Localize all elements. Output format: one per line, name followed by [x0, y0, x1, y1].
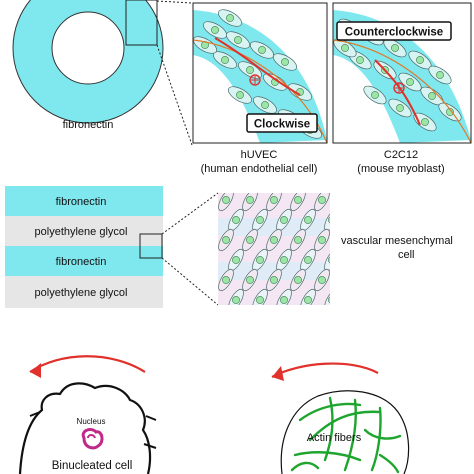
stripe-label: fibronectin — [56, 256, 107, 268]
mesenchymal-label-2: cell — [398, 249, 415, 261]
cell-shape — [324, 288, 330, 305]
cell-nucleus — [356, 56, 364, 64]
cell-nucleus — [341, 44, 349, 52]
nucleus-label: Nucleus — [77, 417, 106, 426]
cell-nucleus — [261, 101, 269, 109]
cell-nucleus — [280, 256, 288, 264]
arrow-head — [272, 366, 284, 381]
cell-nucleus — [270, 236, 278, 244]
cell-nucleus — [226, 14, 234, 22]
stripe-label: polyethylene glycol — [35, 226, 128, 238]
fibronectin-ring: fibronectin — [12, 0, 164, 131]
cell-nucleus — [416, 56, 424, 64]
cell-outline — [18, 382, 152, 474]
binucleated-label: Binucleated cell — [52, 460, 133, 472]
cell-nucleus — [222, 196, 230, 204]
binucleated-cell: Nucleus Binucleated cell — [18, 355, 157, 474]
cell-nucleus — [318, 276, 326, 284]
cell-nucleus — [258, 46, 266, 54]
rotation-arrow — [29, 355, 146, 373]
stripe-pattern: fibronectin polyethylene glycol fibronec… — [5, 186, 163, 308]
stripe-label: polyethylene glycol — [35, 287, 128, 299]
actin-fibers-icon — [290, 396, 402, 474]
huvec-panel: Clockwise hUVEC (human endothelial cell) — [192, 2, 328, 175]
cell-nucleus — [328, 216, 330, 224]
cell-nucleus — [270, 276, 278, 284]
mesenchymal-label: vascular mesenchymal — [341, 235, 453, 247]
cell-nucleus — [281, 58, 289, 66]
cell-nucleus — [318, 236, 326, 244]
cell-nucleus — [396, 104, 404, 112]
cell-nucleus — [256, 256, 264, 264]
cell-nucleus — [246, 276, 254, 284]
huvec-caption: hUVEC — [241, 149, 278, 161]
cell-nucleus — [256, 296, 264, 304]
nucleus-icon — [81, 428, 104, 450]
ring-label: fibronectin — [63, 119, 114, 131]
cell-nucleus — [222, 276, 230, 284]
cell-nucleus — [232, 296, 240, 304]
cell-nucleus — [280, 296, 288, 304]
stripe-label: fibronectin — [56, 196, 107, 208]
cell-nucleus — [232, 256, 240, 264]
cell-nucleus — [304, 256, 312, 264]
cell-nucleus — [294, 236, 302, 244]
arrow-head — [30, 363, 41, 378]
cell-nucleus — [318, 196, 326, 204]
zoom-box — [139, 233, 163, 259]
cell-nucleus — [328, 296, 330, 304]
cell-nucleus — [246, 66, 254, 74]
cell-protrusion — [29, 411, 157, 449]
cell-nucleus — [371, 91, 379, 99]
cell-nucleus — [221, 56, 229, 64]
counterclockwise-badge — [336, 21, 452, 41]
cell-nucleus — [328, 256, 330, 264]
cell-nucleus — [246, 236, 254, 244]
cell-nucleus — [428, 92, 436, 100]
stripe-peg — [5, 216, 163, 246]
clockwise-label: Clockwise — [254, 119, 310, 131]
huvec-subcaption: (human endothelial cell) — [201, 163, 318, 175]
cell-nucleus — [256, 216, 264, 224]
actin-cell: Actin fibers — [271, 362, 410, 474]
cell-nucleus — [232, 216, 240, 224]
cell-nucleus — [222, 236, 230, 244]
c2c12-caption: C2C12 — [384, 149, 418, 161]
cell-nucleus — [280, 216, 288, 224]
cell-nucleus — [391, 44, 399, 52]
cell-nucleus — [304, 216, 312, 224]
cell-nucleus — [294, 276, 302, 284]
actin-label: Actin fibers — [307, 432, 362, 444]
mesenchymal-panel: vascular mesenchymal cell — [218, 193, 453, 305]
cell-nucleus — [246, 196, 254, 204]
cell-nucleus — [236, 91, 244, 99]
zoom-line — [161, 257, 219, 306]
zoom-box — [125, 0, 158, 46]
cell-nucleus — [436, 71, 444, 79]
cell-nucleus — [304, 296, 312, 304]
stripe-peg — [5, 276, 163, 308]
cell-nucleus — [211, 26, 219, 34]
zoom-line — [156, 44, 193, 146]
stripe-fibronectin — [5, 186, 163, 216]
zoom-line — [156, 0, 193, 4]
counterclockwise-label: Counterclockwise — [345, 27, 443, 39]
cell-nucleus — [270, 196, 278, 204]
clockwise-badge — [246, 113, 318, 133]
cell-nucleus — [234, 36, 242, 44]
zoom-line — [161, 192, 219, 235]
rotation-arrow — [271, 362, 379, 378]
cell-nucleus — [406, 78, 414, 86]
c2c12-subcaption: (mouse myoblast) — [357, 163, 444, 175]
cell-nucleus — [421, 118, 429, 126]
cell-nucleus — [294, 196, 302, 204]
stripe-fibronectin — [5, 246, 163, 276]
c2c12-panel: Counterclockwise C2C12 (mouse myoblast) — [332, 2, 472, 175]
